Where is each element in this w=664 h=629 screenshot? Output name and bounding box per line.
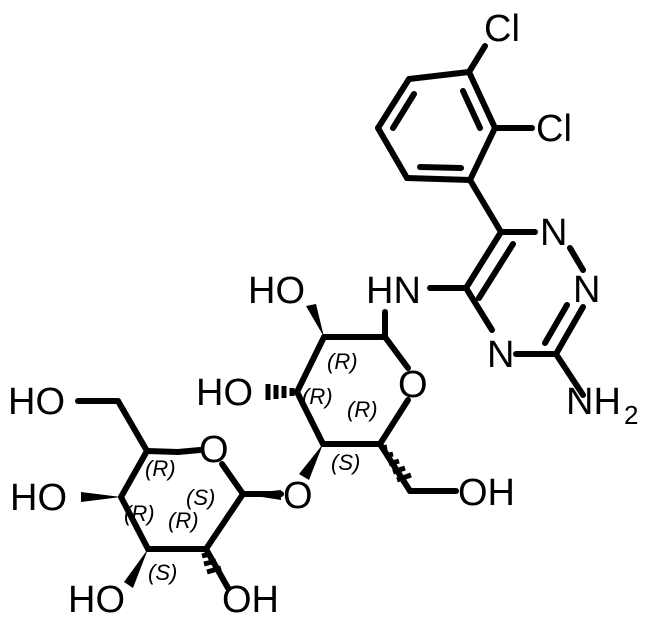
triazine-n3-label: N xyxy=(487,334,514,376)
amine-nh-label: NH xyxy=(566,381,621,423)
wedge-c3p-oh xyxy=(124,549,148,588)
stereo-r4: (R) xyxy=(145,456,176,481)
wedge-c2-oh xyxy=(306,304,324,337)
lower-ring-o-label: O xyxy=(199,429,229,471)
hashed-bond-c2p xyxy=(201,551,222,575)
oh-c2p-label: OH xyxy=(222,579,279,621)
wedge-c4p-oh xyxy=(81,492,121,502)
hashed-bond-c5 xyxy=(381,444,412,483)
cl-top-label: Cl xyxy=(484,8,520,50)
upper-ring-o-label: O xyxy=(398,364,428,406)
ho-c3-label: HO xyxy=(196,372,253,414)
stereo-r3: (R) xyxy=(347,397,378,422)
phenyl-ring xyxy=(375,43,535,183)
oh-ch2-right-label: OH xyxy=(458,472,515,514)
ho-c2-label: HO xyxy=(248,270,305,312)
ho-c4p-label: HO xyxy=(10,477,67,519)
stereo-s1: (S) xyxy=(331,450,360,475)
stereo-r5: (R) xyxy=(124,501,155,526)
cl-mid-label: Cl xyxy=(536,108,572,150)
stereo-r1: (R) xyxy=(327,349,358,374)
hashed-bond-c3 xyxy=(265,384,295,400)
triazine-n1-label: N xyxy=(540,212,567,254)
stereo-r6: (R) xyxy=(168,508,199,533)
wedge-c4-o xyxy=(299,444,323,480)
stereo-r2: (R) xyxy=(302,384,333,409)
wedge-c1-o xyxy=(243,490,281,500)
triazine-ring xyxy=(463,177,586,398)
glyco-o-label: O xyxy=(283,475,313,517)
stereo-s2: (S) xyxy=(186,485,215,510)
ho-c3p-label: HO xyxy=(68,579,125,621)
triazine-n2-label: N xyxy=(573,269,600,311)
upper-sugar-ring xyxy=(294,334,459,494)
ho-ch2-left-label: HO xyxy=(8,381,65,423)
amine-subscript: 2 xyxy=(624,400,638,430)
stereo-s3: (S) xyxy=(148,560,177,585)
hn-link-label: HN xyxy=(366,270,421,312)
